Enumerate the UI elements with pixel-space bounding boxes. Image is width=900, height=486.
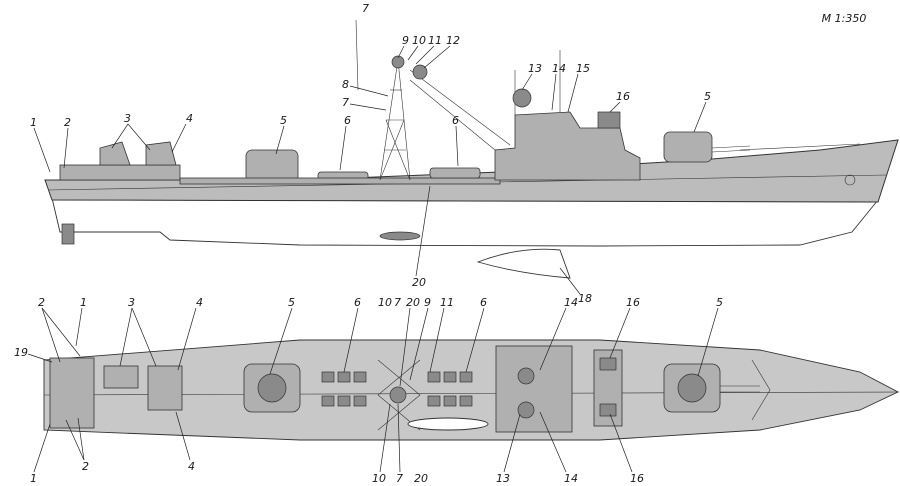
side-callout: 6 (452, 114, 459, 127)
side-callout: 13 (528, 62, 542, 75)
plan-callout: 16 (626, 296, 640, 309)
side-callout: 2 (64, 116, 71, 129)
plan-callout: 7 (394, 296, 401, 309)
plan-callout: 2 (82, 460, 89, 473)
main-mast (355, 19, 511, 181)
plan-callout: 5 (288, 296, 295, 309)
plan-callout: 20 (414, 472, 428, 485)
side-callout: 7 (342, 96, 349, 109)
side-callout: 5 (280, 114, 287, 127)
plan-callout: 9 (424, 296, 431, 309)
plan-callout: 6 (480, 296, 487, 309)
hull-underwater (51, 197, 879, 247)
plan-callout: 5 (716, 296, 723, 309)
plan-view (43, 339, 900, 441)
boat-6b (429, 167, 481, 179)
side-callout: 12 (446, 34, 460, 47)
plan-boat (407, 417, 489, 431)
side-callout: 8 (342, 78, 349, 91)
main-deckhouse (179, 177, 501, 185)
scale-label: M 1:350 (822, 12, 867, 25)
side-callout: 11 (428, 34, 442, 47)
plan-callout: 10 (378, 296, 392, 309)
side-callout: 14 (552, 62, 566, 75)
plan-mount-3 (103, 365, 139, 389)
plan-callout: 10 (372, 472, 386, 485)
aft-mount-3 (99, 141, 131, 166)
side-callout: 4 (186, 112, 193, 125)
plan-callout: 2 (38, 296, 45, 309)
plan-mount-3b (147, 365, 183, 411)
plan-mast (377, 359, 421, 431)
plan-callout: 4 (196, 296, 203, 309)
plan-callout: 14 (564, 296, 578, 309)
plan-callout: 14 (564, 472, 578, 485)
side-callout: 10 (412, 34, 426, 47)
plan-callout: 1 (30, 472, 37, 485)
plan-callout: 20 (406, 296, 420, 309)
side-view (44, 19, 899, 279)
plan-bridge (495, 345, 573, 433)
bridge-superstructure (494, 111, 641, 181)
side-callout: 5 (704, 90, 711, 103)
plan-callout: 4 (188, 460, 195, 473)
side-callout: 7 (362, 2, 369, 15)
aft-mount-4 (145, 141, 177, 166)
aft-gun-turret (245, 149, 299, 183)
plan-callouts-top: 2 1 3 4 5 6 10 7 20 9 11 6 14 16 5 19 (14, 296, 723, 387)
plan-callout: 3 (128, 296, 135, 309)
sonar-dome (476, 248, 571, 279)
side-callout: 9 (402, 34, 409, 47)
plan-callout: 19 (14, 346, 28, 359)
plan-callout: 11 (440, 296, 454, 309)
side-callout: 6 (344, 114, 351, 127)
plan-callouts-bottom: 1 2 4 10 7 20 13 14 16 (30, 403, 644, 485)
director-16 (597, 111, 621, 129)
side-callouts: 1 2 3 4 5 6 7 8 9 10 11 12 13 14 15 16 5… (30, 2, 711, 305)
radar-13 (512, 88, 532, 108)
plan-callout: 16 (630, 472, 644, 485)
side-callout: 18 (578, 292, 592, 305)
side-callout: 16 (616, 90, 630, 103)
plan-aft-mount (49, 357, 95, 429)
aft-deckhouse (59, 164, 181, 181)
propeller-shaft (379, 231, 421, 241)
side-callout: 15 (576, 62, 590, 75)
side-callout: 1 (30, 116, 37, 129)
fwd-gun-turret (663, 131, 713, 163)
side-callout: 3 (124, 112, 131, 125)
side-callout: 20 (412, 276, 426, 289)
rudder (61, 223, 75, 245)
plan-callout: 6 (354, 296, 361, 309)
plan-callout: 13 (496, 472, 510, 485)
plan-callout: 7 (396, 472, 403, 485)
plan-launchers-6 (321, 371, 473, 407)
plan-callout: 1 (80, 296, 87, 309)
